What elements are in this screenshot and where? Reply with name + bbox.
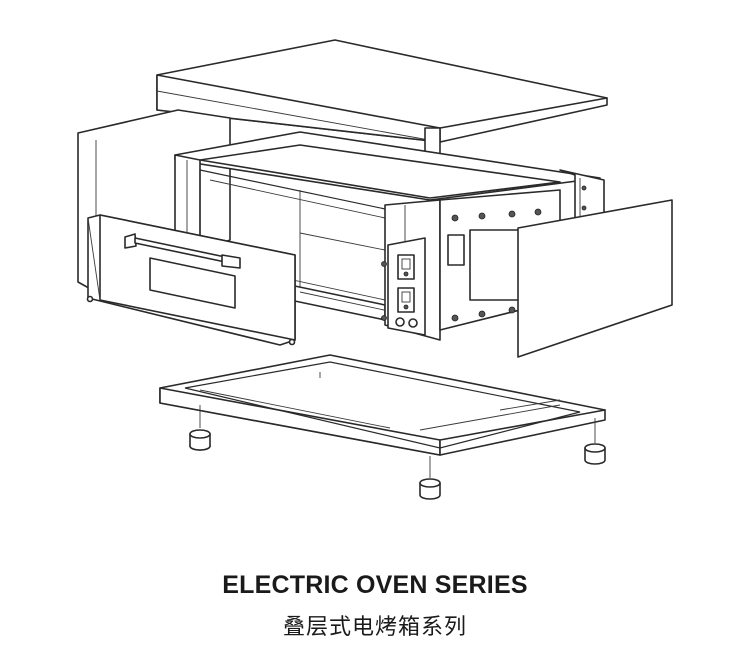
oven-exploded-diagram bbox=[0, 0, 673, 500]
base-tray bbox=[159, 354, 606, 456]
oven-door bbox=[86, 214, 296, 346]
foot-front-left bbox=[189, 429, 211, 451]
right-side-panel bbox=[518, 200, 673, 358]
foot-rear-right bbox=[584, 443, 606, 465]
foot-front-right bbox=[419, 478, 441, 500]
caption-english: ELECTRIC OVEN SERIES bbox=[222, 571, 528, 599]
caption-chinese: 叠层式电烤箱系列 bbox=[282, 615, 467, 640]
door-handle bbox=[124, 233, 241, 269]
top-cover-panel bbox=[156, 39, 608, 166]
control-panel bbox=[381, 237, 426, 336]
